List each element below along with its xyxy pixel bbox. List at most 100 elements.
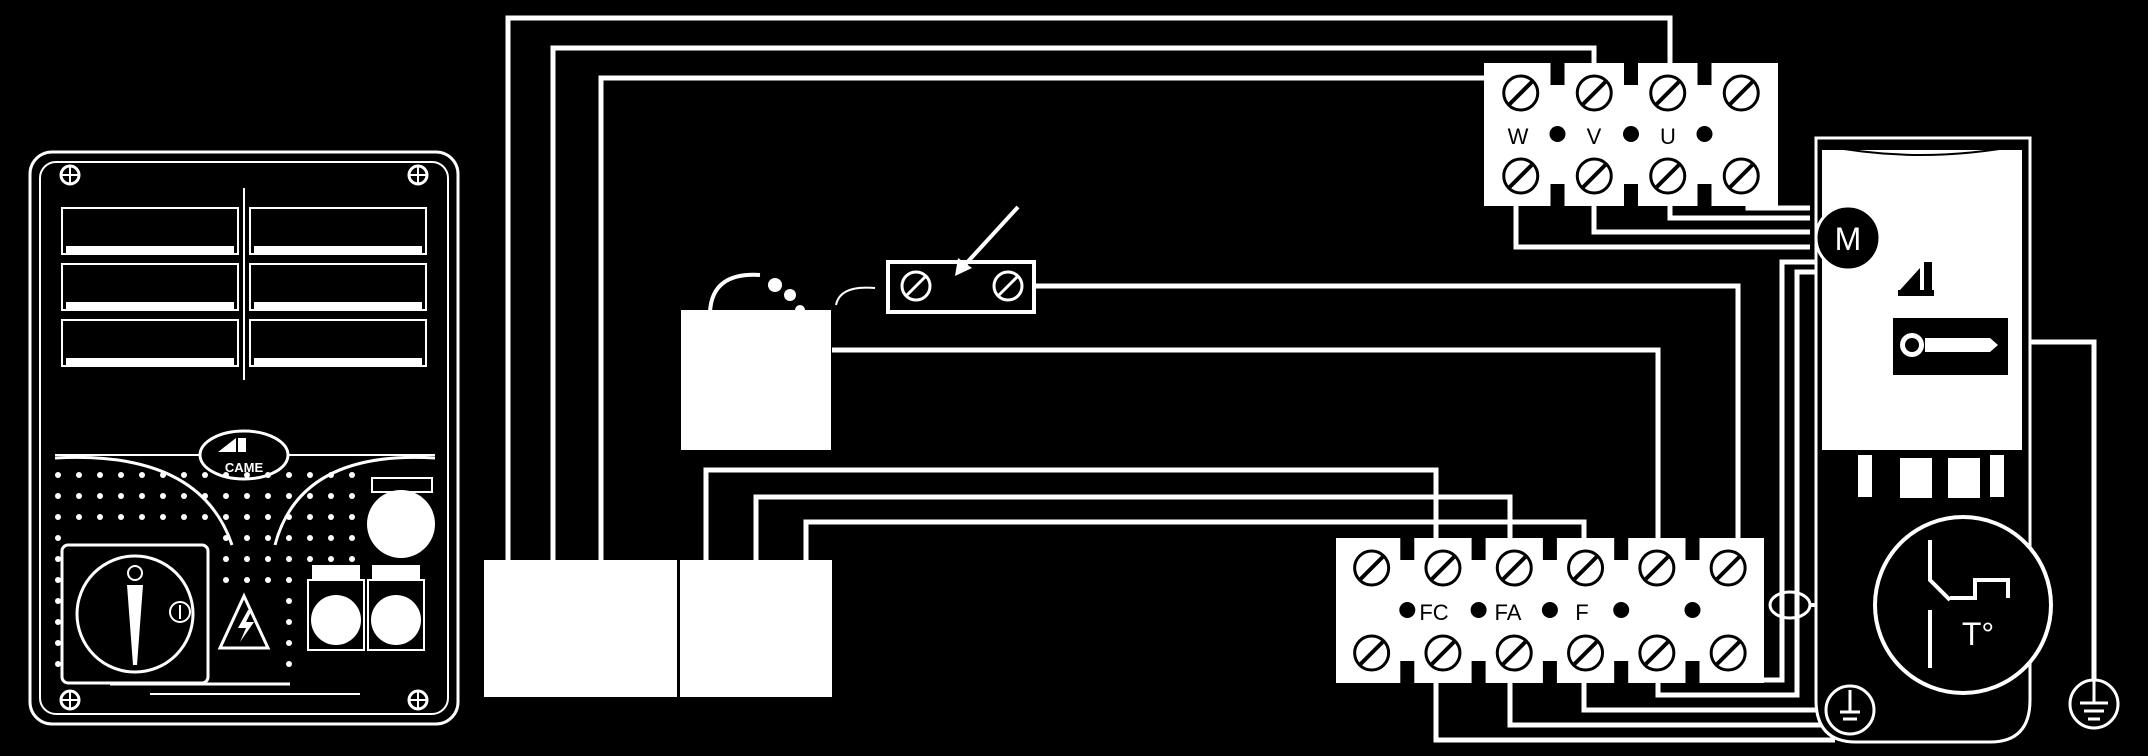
main-switch[interactable] xyxy=(60,543,210,685)
emergency-stop-button[interactable] xyxy=(367,477,435,558)
perforation-dot xyxy=(286,556,292,562)
motor-bolts xyxy=(1858,455,2004,498)
perforation-dot xyxy=(307,493,313,499)
perforation-dot xyxy=(286,535,292,541)
perforation-dot xyxy=(55,577,61,583)
perforation-dot xyxy=(139,472,145,478)
perforation-dot xyxy=(202,472,208,478)
screw-icon xyxy=(1709,549,1747,587)
perforation-dot xyxy=(328,535,334,541)
motor-ground-icon xyxy=(1824,684,1876,736)
perforation-dot xyxy=(328,493,334,499)
perforation-dot xyxy=(286,472,292,478)
perforation-dot xyxy=(55,535,61,541)
perforation-dot xyxy=(97,514,103,520)
perforation-dot xyxy=(244,493,250,499)
perforation-dot xyxy=(244,577,250,583)
terminal-dot xyxy=(1470,602,1487,618)
perforation-dot xyxy=(55,640,61,646)
terminal-dot xyxy=(1541,602,1558,618)
wiring xyxy=(505,15,2097,743)
release-key-icon xyxy=(1893,318,2008,375)
perforation-dot xyxy=(118,472,124,478)
perforation-dot xyxy=(265,556,271,562)
motor-symbol-icon: M xyxy=(1814,204,1882,272)
perforation-dot xyxy=(202,493,208,499)
motor-symbol-label: M xyxy=(1835,221,1862,257)
perforation-dot xyxy=(223,577,229,583)
perforation-dot xyxy=(181,493,187,499)
panel-screw-icon xyxy=(59,689,81,711)
perforation-dot xyxy=(223,535,229,541)
perforation-dot xyxy=(55,598,61,604)
perforation-dot xyxy=(349,535,355,541)
perforation-dot xyxy=(265,535,271,541)
screw-icon xyxy=(1567,634,1605,672)
screw-icon xyxy=(1424,549,1462,587)
perforation-dot xyxy=(328,514,334,520)
perforation-dot xyxy=(160,472,166,478)
screw-icon xyxy=(1353,549,1391,587)
screw-icon xyxy=(1567,549,1605,587)
perforation-dot xyxy=(118,514,124,520)
perforation-dot xyxy=(181,472,187,478)
perforation-dot xyxy=(76,514,82,520)
perforation-dot xyxy=(328,472,334,478)
screw-icon xyxy=(1722,157,1760,195)
motor-unit: M T° xyxy=(1814,136,2053,744)
motor-came-logo xyxy=(1898,262,1934,296)
screw-icon xyxy=(1502,157,1540,195)
perforation-dot xyxy=(349,493,355,499)
perforation-dot xyxy=(286,598,292,604)
perforation-dot xyxy=(244,535,250,541)
terminal-dot xyxy=(1684,602,1701,618)
perforation-dot xyxy=(244,556,250,562)
perforation-dot xyxy=(307,535,313,541)
terminal-label-w: W xyxy=(1508,124,1529,149)
screw-icon xyxy=(1638,634,1676,672)
perforation-dot xyxy=(349,472,355,478)
panel-vents xyxy=(61,188,427,380)
perforation-dot xyxy=(328,556,334,562)
screw-icon xyxy=(1709,634,1747,672)
control-panel: CAME xyxy=(28,150,460,726)
perforation-dot xyxy=(286,661,292,667)
perforation-dot xyxy=(139,493,145,499)
terminal-label-f: F xyxy=(1575,600,1588,625)
perforation-dot xyxy=(97,472,103,478)
thermal-protector-icon: T° xyxy=(1873,515,2053,695)
terminal-dot xyxy=(1399,602,1416,618)
perforation-dot xyxy=(223,472,229,478)
perforation-dot xyxy=(265,514,271,520)
pushbutton-left[interactable] xyxy=(307,565,365,651)
perforation-dot xyxy=(118,493,124,499)
perforation-dot xyxy=(223,556,229,562)
terminal-dot xyxy=(1613,602,1630,618)
thermal-symbol-label: T° xyxy=(1962,616,1994,652)
screw-icon xyxy=(1575,74,1613,112)
perforation-dot xyxy=(286,619,292,625)
perforation-dot xyxy=(286,493,292,499)
screw-icon xyxy=(1502,74,1540,112)
came-logo-text: CAME xyxy=(225,460,264,475)
screw-icon xyxy=(1353,634,1391,672)
terminal-label-fc: FC xyxy=(1419,600,1448,625)
perforation-dot xyxy=(265,472,271,478)
earth-ground-icon xyxy=(2068,678,2120,730)
terminal-dot xyxy=(1696,126,1713,142)
perforation-dot xyxy=(202,514,208,520)
pushbutton-right[interactable] xyxy=(367,565,425,651)
screw-icon xyxy=(1424,634,1462,672)
came-logo: CAME xyxy=(198,429,290,481)
perforation-dot xyxy=(286,577,292,583)
screw-icon xyxy=(1638,549,1676,587)
perforation-dot xyxy=(223,493,229,499)
perforation-dot xyxy=(55,493,61,499)
screw-icon xyxy=(1722,74,1760,112)
perforation-dot xyxy=(349,514,355,520)
panel-screw-icon xyxy=(407,164,429,186)
perforation-dot xyxy=(244,472,250,478)
perforation-dot xyxy=(286,514,292,520)
